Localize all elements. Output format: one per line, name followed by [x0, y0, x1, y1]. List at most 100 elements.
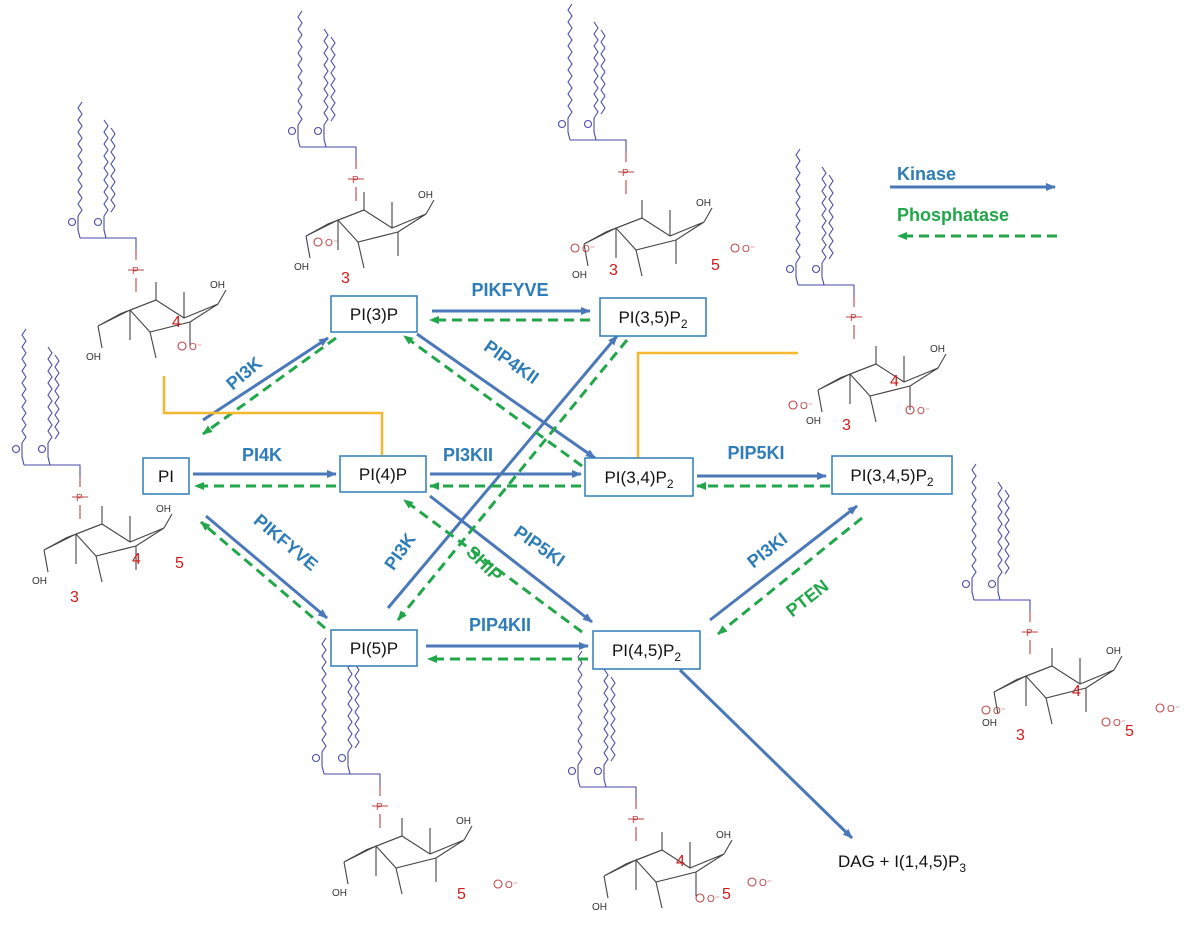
structure-pi-lipid-tail [11, 328, 81, 478]
structure-pi34p2-ring-phosphate-1 [905, 405, 915, 415]
node-pi35p2-subscript: 2 [681, 317, 688, 331]
structure-pi345p3-inositol-ring [993, 647, 1123, 725]
dag-product-label: DAG + I(1,4,5)P3 [838, 852, 966, 875]
node-pi34p2-subscript: 2 [667, 477, 674, 491]
structure-pi45p2-ring-oxygen-1: O⁻ [759, 878, 772, 889]
phosphatase-arrow-pi35p2-to-pi5p [396, 339, 629, 621]
structure-pi3p-hydroxyl: OH [294, 262, 309, 273]
structure-pi3p-ring-phosphate-0 [313, 237, 323, 247]
structure-pi4p-headgroup-p: P [132, 266, 139, 277]
enzyme-pip4kii-bottom: PIP4KII [469, 615, 531, 635]
node-pi-label: PI [158, 467, 174, 486]
structure-pi35p2-ring-oxygen-1: O⁻ [742, 244, 755, 255]
node-pi45p2-subscript: 2 [674, 650, 681, 664]
pi4p-structure-connector [162, 376, 384, 455]
structure-pi34p2-position-4: 4 [890, 373, 899, 390]
structure-pi35p2-hydroxyl-2: OH [696, 198, 711, 209]
kinase-arrow-pi45p2-to-pi345p3 [709, 504, 858, 622]
structure-pi35p2-ring-phosphate-0 [570, 243, 580, 253]
kinase-arrow-pi-to-pi3p [202, 336, 329, 422]
node-pi3p-box [330, 295, 418, 333]
enzyme-pi3kii: PI3KII [443, 445, 493, 465]
structure-pi34p2-position-3: 3 [842, 417, 851, 434]
enzyme-pi3k-top: PI3K [222, 353, 266, 394]
structure-pi45p2-ring-oxygen-0: O⁻ [707, 894, 720, 905]
node-pi5p-box [330, 629, 418, 667]
node-pi4p-label: PI(4)P [359, 465, 407, 484]
structure-pi45p2-ring-phosphate-0 [695, 893, 705, 903]
structure-pi34p2-lipid-tail [785, 148, 855, 298]
structure-pi5p-headgroup-phosphate [372, 786, 388, 828]
structure-pi5p-ring-phosphate-0 [493, 879, 503, 889]
structure-pi35p2-position-5: 5 [711, 257, 720, 274]
structure-pi35p2-position-3: 3 [609, 262, 618, 279]
phosphatase-arrow-pi5p-to-pi [200, 520, 326, 630]
structure-pi3p-inositol-ring [305, 191, 435, 269]
structure-pi3p-position-3: 3 [341, 270, 350, 287]
enzyme-pikfyve-top: PIKFYVE [471, 280, 548, 300]
structure-pi3p-hydroxyl-2: OH [418, 190, 433, 201]
node-pi5p: PI(5)P [330, 629, 418, 667]
structure-pi4p-hydroxyl: OH [86, 352, 101, 363]
structure-pi-hydroxyl: OH [32, 576, 47, 587]
structure-pi345p3-position-5: 5 [1125, 723, 1134, 740]
node-pi345p3: PI(3,4,5)P2 [831, 455, 953, 495]
structure-pi3p: P OH OH O⁻ 3 [287, 10, 435, 287]
dag-product-subscript: 3 [959, 861, 966, 875]
node-pi35p2-box [599, 297, 707, 337]
node-pi3p-label: PI(3)P [350, 305, 398, 324]
structure-pi45p2-ring-phosphate-1 [747, 877, 757, 887]
structure-pi34p2-ring-oxygen-0: O⁻ [800, 401, 813, 412]
node-pi-box [142, 457, 190, 495]
structure-pi4p-position-4: 4 [172, 314, 181, 331]
structure-pi5p-position-5: 5 [457, 886, 466, 903]
legend: Kinase Phosphatase [890, 164, 1057, 240]
structure-pi3p-lipid-tail [287, 10, 357, 160]
structure-pi4p-lipid-tail [67, 101, 137, 251]
structure-pi-headgroup-phosphate [72, 477, 88, 519]
structure-pi3p-ring-oxygen-0: O⁻ [325, 238, 338, 249]
kinase-arrow-pi-to-pi5p [205, 514, 328, 620]
structure-pi4p-hydroxyl-2: OH [210, 280, 225, 291]
structure-pi4p-inositol-ring [97, 281, 227, 359]
structure-pi-inositol-ring [43, 505, 173, 583]
structure-pi35p2-lipid-tail [557, 3, 627, 153]
structure-pi35p2-headgroup-phosphate [618, 152, 634, 194]
structure-pi35p2-hydroxyl: OH [572, 270, 587, 281]
structure-pi4p-headgroup-phosphate [128, 250, 144, 292]
structure-pi3p-headgroup-p: P [352, 175, 359, 186]
phosphatase-arrow-pi3p-to-pi [202, 336, 337, 436]
structure-pi345p3-ring-phosphate-1 [1101, 717, 1111, 727]
metabolite-nodes: PIPI(3)PPI(4)PPI(5)PPI(3,5)P2PI(3,4)P2PI… [142, 295, 966, 875]
structure-pi345p3-hydroxyl-2: OH [1106, 646, 1121, 657]
kinase-arrow-pi4p-to-pi45p2 [429, 494, 593, 624]
kinase-arrow-pi3p-to-pi34p2 [416, 332, 596, 460]
structure-pi345p3-headgroup-p: P [1026, 628, 1033, 639]
node-pi345p3-label: PI(3,4,5)P2 [850, 466, 934, 489]
structure-pi45p2-hydroxyl: OH [592, 902, 607, 913]
legend-kinase-label: Kinase [897, 164, 956, 184]
node-pi34p2-label: PI(3,4)P2 [604, 468, 673, 491]
structure-pi4p: P OH OH O⁻ 4 [67, 101, 227, 363]
node-pi45p2-box [592, 630, 701, 670]
enzyme-pikfyve-bottom: PIKFYVE [250, 510, 322, 575]
structure-pi35p2-inositol-ring [583, 199, 713, 277]
structure-pi345p3-headgroup-phosphate [1022, 612, 1038, 654]
structure-pi-position-4: 4 [132, 551, 141, 568]
structure-pi4p-ring-oxygen-0: O⁻ [189, 342, 202, 353]
structure-pi-hydroxyl-2: OH [156, 504, 171, 515]
enzyme-pip4kii-top: PIP4KII [480, 336, 542, 388]
structure-pi345p3-ring-oxygen-1: O⁻ [1113, 718, 1126, 729]
enzyme-pten: PTEN [782, 576, 832, 621]
structure-pi45p2-headgroup-phosphate [628, 799, 644, 841]
node-pi45p2-label: PI(4,5)P2 [612, 641, 681, 664]
enzyme-pi3ki: PI3KI [743, 529, 791, 572]
structure-pi35p2-ring-oxygen-0: O⁻ [582, 244, 595, 255]
